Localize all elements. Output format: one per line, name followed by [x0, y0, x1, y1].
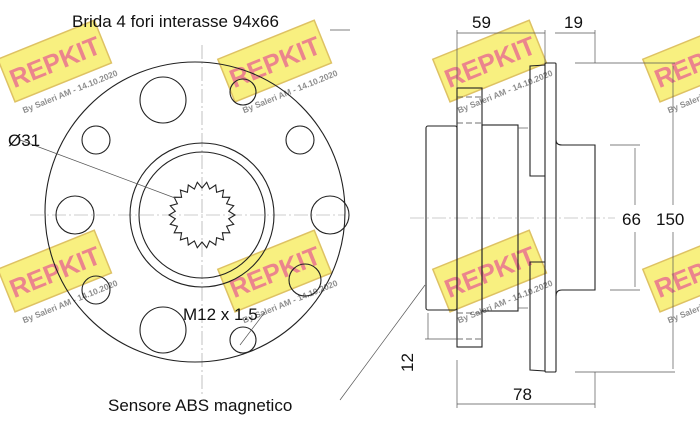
bolt-hole	[310, 195, 350, 235]
bolt-hole	[81, 125, 111, 155]
sensor-leader	[339, 284, 426, 401]
dim-150: 150	[656, 210, 684, 229]
side-view: 59 19 66 150 78 12	[398, 13, 684, 408]
bolt-hole	[139, 76, 187, 124]
bolt-hole	[55, 195, 95, 235]
flange-outline	[44, 61, 346, 363]
inner-ring	[529, 64, 546, 372]
pilot	[555, 139, 596, 297]
watermark-badge	[216, 19, 333, 103]
flange-label: Brida 4 fori interasse 94x66	[72, 12, 279, 31]
front-view: Brida 4 fori interasse 94x66 Ø31 M12 x 1…	[8, 12, 426, 415]
bolt-hole	[81, 275, 111, 305]
watermark-badge	[431, 19, 548, 103]
bolt-hole	[285, 125, 315, 155]
watermark-badge	[0, 19, 113, 103]
watermark-badge	[0, 229, 113, 313]
dim-66: 66	[622, 210, 641, 229]
bolt-hole	[139, 306, 187, 354]
dim-59: 59	[472, 13, 491, 32]
wheel-flange	[544, 62, 557, 373]
watermark-badge	[216, 229, 333, 313]
hub-inner-circle	[138, 151, 266, 279]
bolt-hole	[288, 263, 322, 297]
bolt-hole	[229, 326, 257, 354]
bolt-hole	[229, 78, 257, 106]
bearing-body	[481, 124, 519, 312]
spline-bore	[167, 181, 237, 249]
dim-78: 78	[513, 385, 532, 404]
bore-leader	[19, 139, 176, 199]
bore-label: Ø31	[8, 131, 40, 150]
hub-outer-circle	[129, 142, 275, 288]
thread-leader	[239, 311, 266, 346]
thread-label: M12 x 1.5	[183, 305, 258, 324]
dim-19: 19	[564, 13, 583, 32]
dim-12: 12	[398, 353, 417, 372]
sensor-label: Sensore ABS magnetico	[108, 396, 292, 415]
